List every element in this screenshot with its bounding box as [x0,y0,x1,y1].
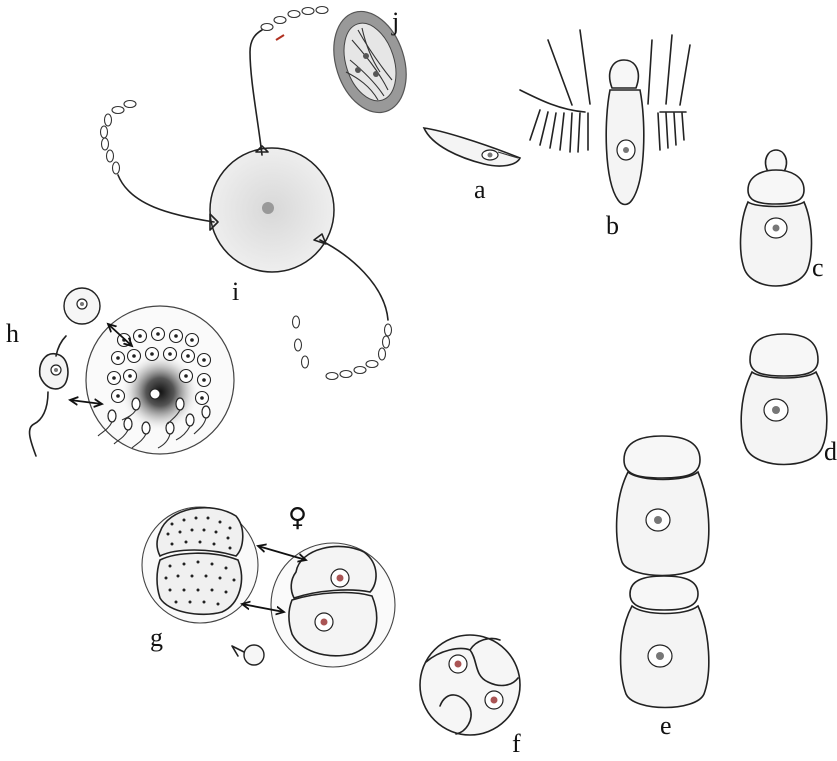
stage-j-oocyst [322,2,419,122]
label-a: a [474,175,486,204]
label-i: i [232,277,239,306]
stage-b-trophozoite [520,30,690,205]
stage-h-fertilization [30,288,234,456]
label-e: e [660,711,672,740]
label-g: g [150,623,163,652]
label-f: f [512,729,521,758]
label-b: b [606,211,619,240]
male-gamete [232,645,264,665]
stage-g-gametogenesis [142,507,395,667]
stage-c-gamont [741,150,812,286]
label-d: d [824,437,837,466]
stage-a-sporozoite [424,128,520,166]
stage-e-syzygy [617,436,709,708]
female-symbol: ♀ [288,503,307,533]
label-h: h [6,319,19,348]
label-c: c [812,253,824,282]
stage-f-gametocyst [420,635,520,735]
stage-d-gamont [741,334,827,465]
label-j: j [391,7,399,36]
